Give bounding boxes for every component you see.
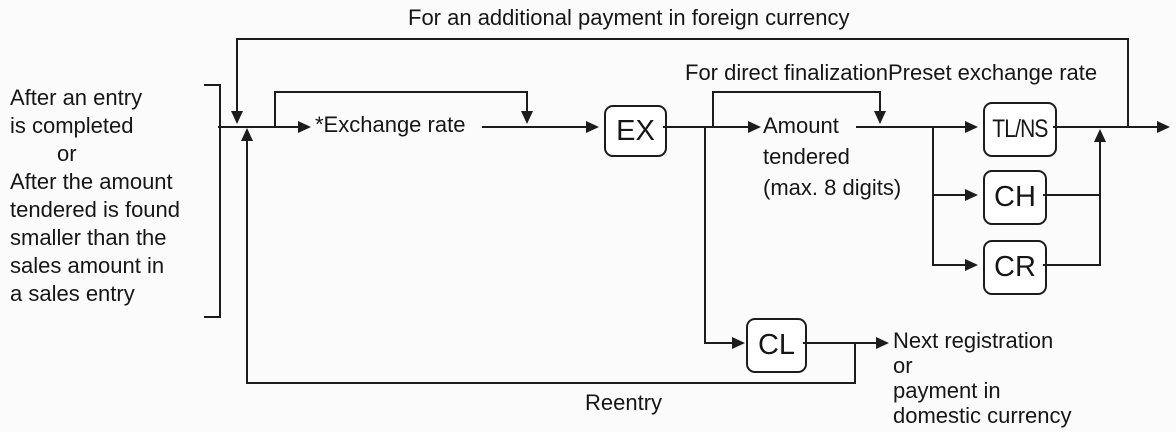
key-cr: CR bbox=[983, 240, 1047, 295]
flow-line bbox=[705, 342, 733, 344]
flow-line bbox=[712, 91, 714, 127]
flow-line bbox=[663, 126, 706, 128]
amount-tendered-text: Amount tendered (max. 8 digits) bbox=[763, 110, 901, 203]
key-ch-label: CH bbox=[994, 181, 1036, 213]
flow-line bbox=[1099, 142, 1101, 266]
precondition-line: sales amount in bbox=[10, 253, 165, 278]
key-ex: EX bbox=[604, 105, 667, 157]
arrow-right-icon bbox=[298, 121, 311, 133]
key-cl: CL bbox=[746, 318, 807, 373]
arrow-right-icon bbox=[965, 259, 978, 271]
bracket-tick-bottom bbox=[204, 316, 221, 318]
flow-line bbox=[218, 126, 300, 128]
outcome-line: domestic currency bbox=[893, 403, 1072, 428]
outcome-line: Next registration bbox=[893, 328, 1054, 353]
bypass-labels: For direct finalization Preset exchange … bbox=[685, 60, 1097, 86]
arrow-right-icon bbox=[586, 121, 599, 133]
flow-line bbox=[712, 91, 881, 93]
outcome-line: payment in bbox=[893, 378, 1001, 403]
key-ex-label: EX bbox=[616, 114, 655, 147]
arrow-down-icon bbox=[874, 111, 886, 124]
precondition-line: After the amount bbox=[10, 169, 173, 194]
flow-line bbox=[932, 126, 934, 266]
flow-line bbox=[933, 194, 966, 196]
arrow-down-icon bbox=[231, 111, 243, 124]
key-tl-ns-label: TL/NS bbox=[992, 115, 1048, 143]
key-cr-label: CR bbox=[994, 251, 1036, 283]
arrow-right-icon bbox=[876, 337, 889, 349]
flow-line bbox=[1043, 194, 1101, 196]
bracket-line bbox=[219, 84, 221, 318]
exchange-rate-step: *Exchange rate bbox=[315, 112, 466, 137]
arrow-down-icon bbox=[521, 111, 533, 124]
arrow-up-icon bbox=[241, 128, 253, 141]
flow-line bbox=[879, 91, 881, 112]
flow-line bbox=[274, 91, 528, 93]
flow-line bbox=[236, 38, 1129, 40]
preset-exchange-rate-label: Preset exchange rate bbox=[887, 60, 1098, 85]
key-ch: CH bbox=[983, 170, 1047, 225]
direct-finalization-label: For direct finalization bbox=[685, 60, 888, 85]
arrow-right-icon bbox=[748, 121, 761, 133]
arrow-right-icon bbox=[732, 337, 745, 349]
arrow-right-icon bbox=[1157, 121, 1170, 133]
flow-line bbox=[933, 264, 966, 266]
bracket-tick-top bbox=[204, 84, 221, 86]
amount-tendered-line: (max. 8 digits) bbox=[763, 175, 902, 200]
precondition-line: tendered is found bbox=[10, 197, 181, 222]
flow-line bbox=[246, 382, 856, 384]
flow-line bbox=[854, 342, 856, 384]
precondition-line: a sales entry bbox=[10, 281, 135, 306]
precondition-line: smaller than the bbox=[10, 225, 167, 250]
amount-tendered-line: Amount bbox=[763, 113, 839, 138]
flow-line bbox=[705, 126, 749, 128]
outcome-line: or bbox=[893, 353, 913, 378]
precondition-line: After an entry bbox=[10, 85, 143, 110]
arrow-up-icon bbox=[1094, 129, 1106, 142]
precondition-text: After an entry is completed or After the… bbox=[10, 84, 180, 308]
flow-line bbox=[704, 126, 706, 344]
arrow-right-icon bbox=[965, 189, 978, 201]
flow-line bbox=[482, 126, 586, 128]
flow-line bbox=[274, 91, 276, 127]
reentry-label: Reentry bbox=[585, 390, 663, 415]
flow-line bbox=[236, 38, 238, 112]
precondition-line: or bbox=[57, 141, 77, 166]
flow-line bbox=[803, 342, 877, 344]
flow-line bbox=[246, 141, 248, 384]
key-cl-label: CL bbox=[757, 329, 796, 361]
key-tl-ns: TL/NS bbox=[983, 102, 1057, 157]
outcome-text: Next registration or payment in domestic… bbox=[893, 328, 1072, 428]
precondition-line: is completed bbox=[10, 113, 134, 138]
flow-line bbox=[856, 126, 966, 128]
flow-line bbox=[1127, 38, 1129, 128]
flow-line bbox=[526, 91, 528, 112]
flow-line bbox=[1043, 264, 1101, 266]
arrow-right-icon bbox=[965, 121, 978, 133]
amount-tendered-line: tendered bbox=[763, 144, 850, 169]
top-loop-label: For an additional payment in foreign cur… bbox=[408, 5, 850, 30]
flow-line bbox=[1053, 126, 1158, 128]
